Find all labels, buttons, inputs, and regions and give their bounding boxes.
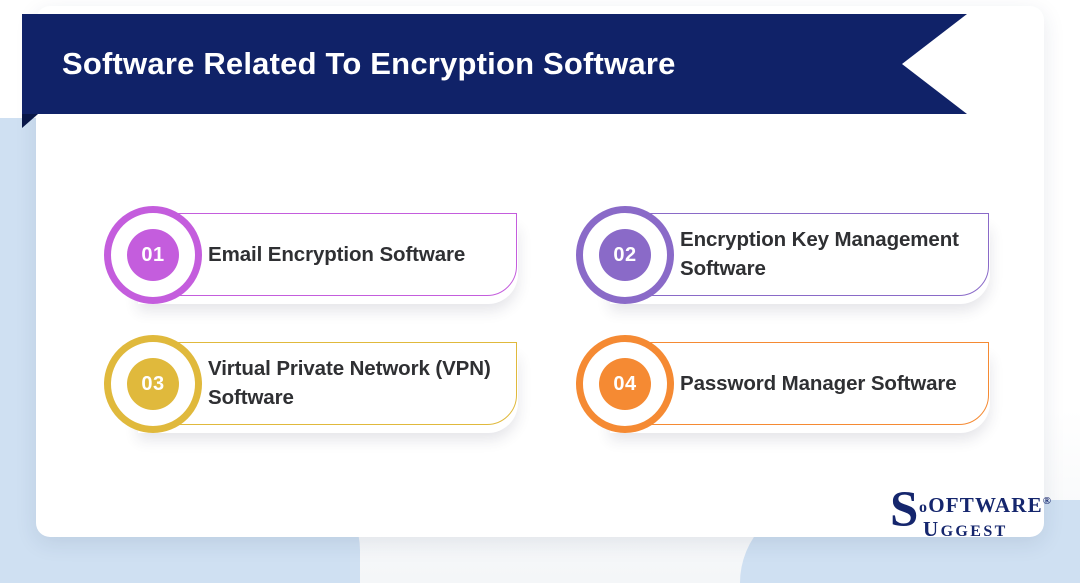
item-label-wrap: Email Encryption Software [208,206,508,304]
page-title: Software Related To Encryption Software [62,46,676,81]
logo-u: U [923,517,941,541]
list-item[interactable]: 03 Virtual Private Network (VPN) Softwar… [104,335,521,433]
item-label-wrap: Virtual Private Network (VPN) Software [208,335,508,433]
logo-big-s: S [890,482,919,538]
item-label: Encryption Key Management Software [680,228,959,280]
header-ribbon: Software Related To Encryption Software [0,14,1000,128]
logo-suggest-rest: GGEST [940,523,1008,540]
list-item[interactable]: 04 Password Manager Software [576,335,993,433]
item-number-badge: 03 [127,358,179,410]
item-row-2: 03 Virtual Private Network (VPN) Softwar… [104,335,994,433]
item-ring-icon [104,206,202,304]
ribbon-shape-svg [22,14,967,114]
logo-line-suggest: UGGEST [923,517,1008,542]
item-number-badge: 04 [599,358,651,410]
brand-logo: S oOFTWARE® UGGEST [890,482,1051,542]
item-row-1: 01 Email Encryption Software 02 Encrypti… [104,206,994,304]
item-label: Virtual Private Network (VPN) Software [208,357,491,409]
logo-software-rest: OFTWARE [928,493,1043,517]
list-item[interactable]: 01 Email Encryption Software [104,206,521,304]
list-item[interactable]: 02 Encryption Key Management Software [576,206,993,304]
item-label: Email Encryption Software [208,242,466,266]
item-label: Password Manager Software [680,371,957,395]
logo-o: o [919,499,929,516]
item-label-wrap: Password Manager Software [680,335,980,433]
item-label-wrap: Encryption Key Management Software [680,206,980,304]
item-number-badge: 02 [599,229,651,281]
ribbon-fold-tail [22,114,38,128]
item-grid: 01 Email Encryption Software 02 Encrypti… [104,206,994,464]
brand-logo-inner: S oOFTWARE® UGGEST [890,482,1051,542]
logo-line-software: oOFTWARE® [919,493,1052,518]
item-number-badge: 01 [127,229,179,281]
registered-trademark-icon: ® [1042,495,1053,507]
